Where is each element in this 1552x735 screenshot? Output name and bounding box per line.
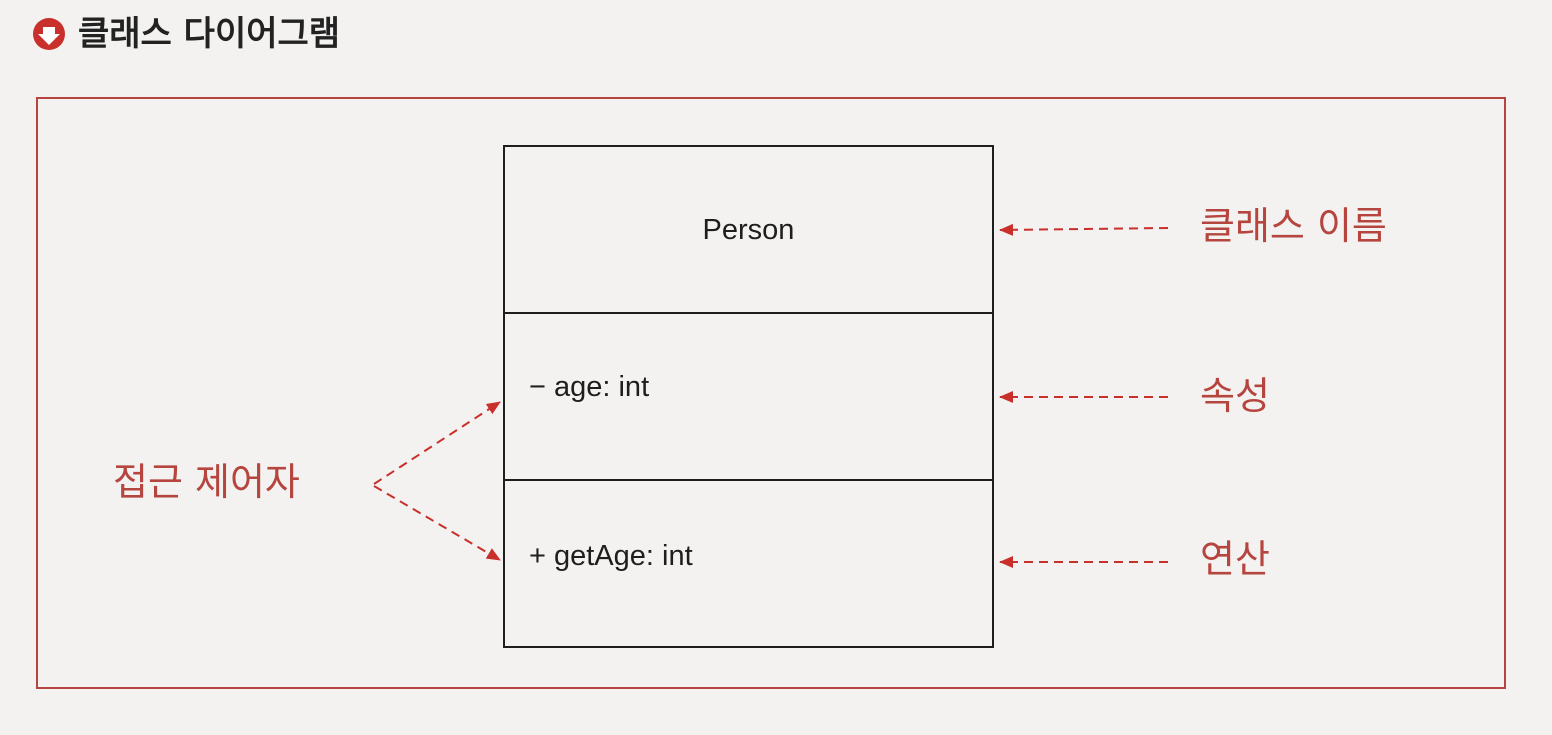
class-name-compartment: Person [505,147,992,314]
operation-compartment: + getAge: int [505,481,992,645]
operation-text: + getAge: int [529,539,693,572]
uml-class-box: Person − age: int + getAge: int [503,145,994,648]
section-header: 클래스 다이어그램 [32,14,340,54]
diagram-frame [36,97,1506,689]
class-name-label: 클래스 이름 [1200,204,1387,248]
section-title: 클래스 다이어그램 [78,14,341,54]
visibility-label: 접근 제어자 [113,460,300,504]
attribute-compartment: − age: int [505,314,992,481]
down-arrow-circle-icon [33,18,65,50]
class-name: Person [702,214,795,246]
operation-label: 연산 [1200,537,1270,581]
attribute-text: − age: int [529,371,650,403]
attribute-label: 속성 [1200,374,1270,418]
